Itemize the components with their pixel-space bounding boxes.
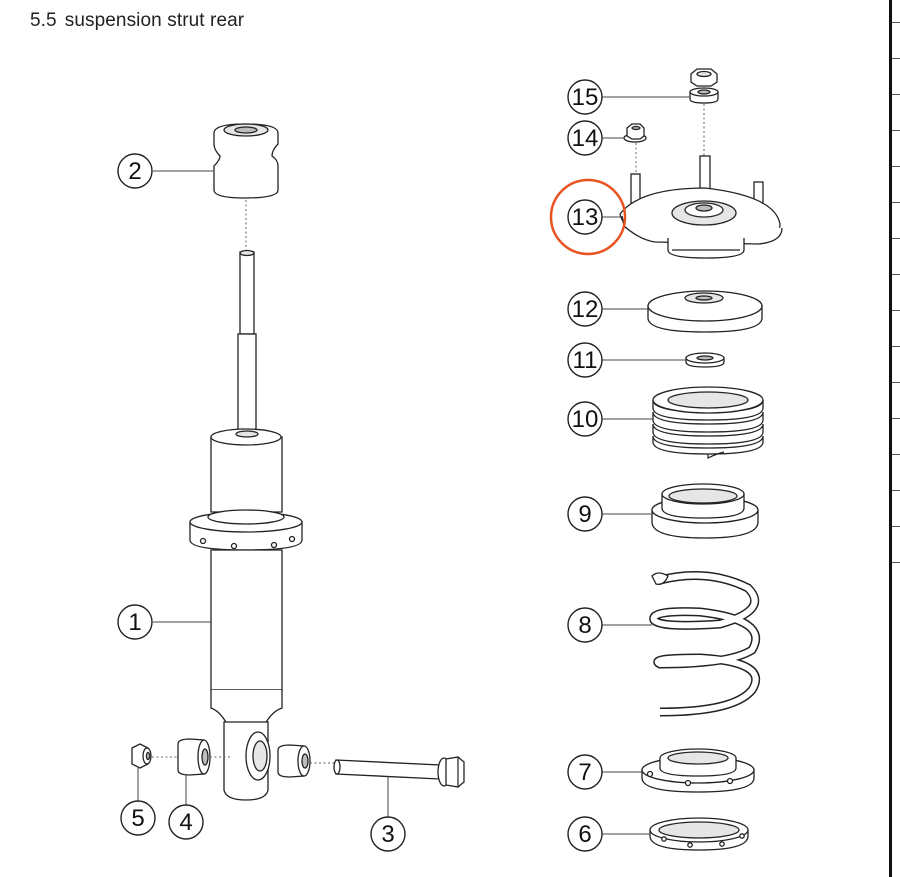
callout-10: 10 xyxy=(567,401,603,437)
callout-7-label: 7 xyxy=(578,759,591,786)
page-title: 5.5 suspension strut rear xyxy=(30,10,244,32)
part-8-coil-spring xyxy=(649,571,761,717)
part-10-helper-spring xyxy=(652,386,764,459)
callout-7: 7 xyxy=(567,754,603,790)
highlight-ring xyxy=(549,178,627,256)
callout-5: 5 xyxy=(120,800,156,836)
part-15-nut-and-washer xyxy=(689,68,719,156)
part-6-lower-seat-ring xyxy=(649,817,749,851)
section-number: 5.5 xyxy=(30,10,57,31)
callout-3-label: 3 xyxy=(381,821,394,848)
callout-11-label: 11 xyxy=(573,347,598,374)
part-14-flange-nut xyxy=(623,123,647,172)
callout-6: 6 xyxy=(567,816,603,852)
callout-14-label: 14 xyxy=(572,125,599,152)
callout-9: 9 xyxy=(567,496,603,532)
callout-12: 12 xyxy=(567,291,603,327)
part-4-bushing-right xyxy=(277,744,336,778)
callout-10-label: 10 xyxy=(572,406,599,433)
part-12-spring-plate xyxy=(647,290,763,333)
callout-2: 2 xyxy=(117,153,153,189)
callout-13-label: 13 xyxy=(572,204,599,231)
part-7-adjustable-spring-seat xyxy=(641,748,755,793)
adjacent-table-edge xyxy=(892,0,900,565)
callout-15: 15 xyxy=(567,79,603,115)
leader-lines xyxy=(137,96,690,835)
callout-11: 11 xyxy=(567,342,603,378)
callout-4-label: 4 xyxy=(179,809,192,836)
part-2-bump-stop xyxy=(213,123,279,250)
callout-9-label: 9 xyxy=(578,501,591,528)
callout-4: 4 xyxy=(168,804,204,840)
callout-12-label: 12 xyxy=(572,296,599,323)
callout-5-label: 5 xyxy=(131,805,144,832)
part-3-bolt xyxy=(333,756,465,788)
callout-8: 8 xyxy=(567,607,603,643)
section-title: suspension strut rear xyxy=(64,10,245,31)
page-border-line xyxy=(889,0,892,877)
callout-3: 3 xyxy=(370,816,406,852)
callout-14: 14 xyxy=(567,120,603,156)
part-4-bushing xyxy=(177,738,232,776)
callout-1-label: 1 xyxy=(128,609,141,636)
part-1-shock-absorber xyxy=(189,249,303,801)
callout-13: 13 xyxy=(567,199,603,235)
callout-8-label: 8 xyxy=(578,612,591,639)
part-9-upper-spring-seat xyxy=(651,483,759,539)
part-11-washer xyxy=(685,352,725,368)
part-13-top-mount xyxy=(619,155,783,259)
callout-1: 1 xyxy=(117,604,153,640)
part-5-nut xyxy=(131,743,178,769)
callout-15-label: 15 xyxy=(572,84,599,111)
callout-6-label: 6 xyxy=(578,821,591,848)
callout-2-label: 2 xyxy=(128,158,141,185)
